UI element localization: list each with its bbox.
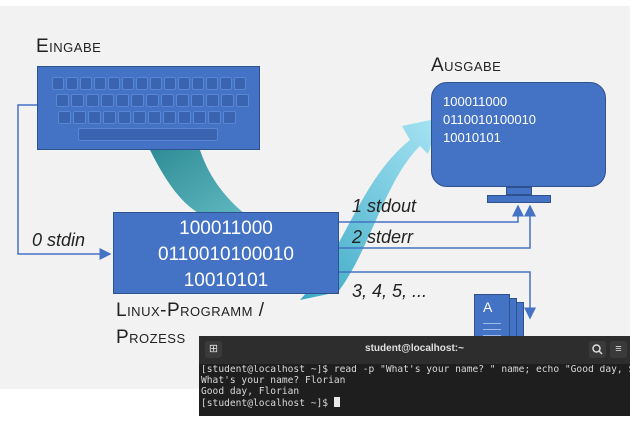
monitor-bits-2: 0110010100010 — [443, 112, 537, 127]
monitor-stand-neck — [506, 187, 532, 195]
terminal-output[interactable]: [student@localhost ~]$ read -p "What's y… — [201, 365, 630, 410]
process-box: 100011000 0110010100010 10010101 — [113, 212, 339, 294]
keyboard-key — [108, 77, 120, 90]
keyboard-key — [133, 111, 146, 124]
keyboard-key — [52, 77, 64, 90]
search-icon[interactable] — [589, 341, 606, 358]
terminal-line-2: What's your name? Florian — [201, 374, 346, 386]
terminal-cursor — [333, 397, 340, 408]
keyboard-icon — [37, 66, 260, 150]
keyboard-key — [236, 94, 249, 107]
keyboard-key — [178, 77, 190, 90]
keyboard-key — [148, 111, 161, 124]
stdout-line — [339, 204, 524, 223]
keyboard-key — [94, 77, 106, 90]
terminal-title: student@localhost:~ — [365, 343, 464, 354]
keyboard-key — [78, 128, 218, 141]
keyboard-key — [66, 77, 78, 90]
keyboard-key — [206, 94, 219, 107]
keyboard-key — [146, 94, 159, 107]
other-fds-label: 3, 4, 5, ... — [352, 281, 428, 301]
keyboard-key — [176, 94, 189, 107]
keyboard-key — [192, 77, 204, 90]
eingabe-label: Eingabe — [36, 36, 102, 57]
monitor-screen: 100011000 0110010100010 10010101 — [431, 82, 606, 187]
process-bits-1: 100011000 — [179, 218, 273, 239]
stdin-line — [17, 104, 112, 260]
terminal-window[interactable]: ⊞ student@localhost:~ ≡ [student@localho… — [199, 336, 630, 416]
input-curve-arrow — [150, 150, 245, 214]
keyboard-key — [161, 94, 174, 107]
keyboard-key — [80, 77, 92, 90]
stdin-label: 0 stdin — [32, 230, 86, 250]
keyboard-key — [163, 111, 176, 124]
keyboard-key — [58, 111, 71, 124]
document-line — [483, 329, 501, 330]
keyboard-key — [178, 111, 191, 124]
stderr-label: 2 stderr — [352, 227, 414, 247]
keyboard-key — [206, 77, 218, 90]
keyboard-key — [221, 94, 234, 107]
keyboard-key — [88, 111, 101, 124]
terminal-titlebar[interactable]: ⊞ student@localhost:~ ≡ — [199, 336, 630, 364]
ausgabe-label: Ausgabe — [431, 55, 502, 76]
keyboard-key — [118, 111, 131, 124]
document-line — [483, 335, 501, 336]
terminal-line-3: Good day, Florian — [201, 385, 300, 397]
keyboard-key — [191, 94, 204, 107]
terminal-line-4: [student@localhost ~]$ — [201, 398, 334, 410]
keyboard-key — [131, 94, 144, 107]
keyboard-key — [164, 77, 176, 90]
keyboard-key — [56, 94, 69, 107]
document-line — [483, 323, 501, 324]
keyboard-key — [122, 77, 134, 90]
document-letter: A — [483, 299, 493, 315]
terminal-prompt-line[interactable]: [student@localhost ~]$ — [201, 397, 630, 410]
keyboard-key — [193, 111, 206, 124]
keyboard-key — [223, 111, 236, 124]
fd-others-line — [339, 271, 536, 320]
stdout-label: 1 stdout — [352, 196, 417, 216]
stderr-line — [339, 204, 536, 249]
process-bits-3: 10010101 — [183, 270, 269, 291]
keyboard-key — [71, 94, 84, 107]
keyboard-key — [73, 111, 86, 124]
keyboard-key — [116, 94, 129, 107]
keyboard-key — [86, 94, 99, 107]
keyboard-key — [208, 111, 221, 124]
new-tab-icon[interactable]: ⊞ — [205, 341, 222, 358]
programm-label-line2: Prozess — [116, 327, 186, 348]
programm-label-line1: Linux-Programm / — [116, 300, 265, 321]
keyboard-key — [101, 94, 114, 107]
monitor-stand-base — [487, 195, 551, 203]
process-bits-2: 0110010100010 — [158, 244, 294, 265]
terminal-line-1: [student@localhost ~]$ read -p "What's y… — [201, 365, 630, 375]
keyboard-key — [136, 77, 148, 90]
keyboard-key — [234, 77, 246, 90]
monitor-bits-3: 10010101 — [443, 130, 501, 145]
keyboard-key — [103, 111, 116, 124]
keyboard-key — [220, 77, 232, 90]
keyboard-key — [150, 77, 162, 90]
monitor-bits-1: 100011000 — [443, 94, 508, 109]
hamburger-menu-icon[interactable]: ≡ — [610, 341, 627, 358]
